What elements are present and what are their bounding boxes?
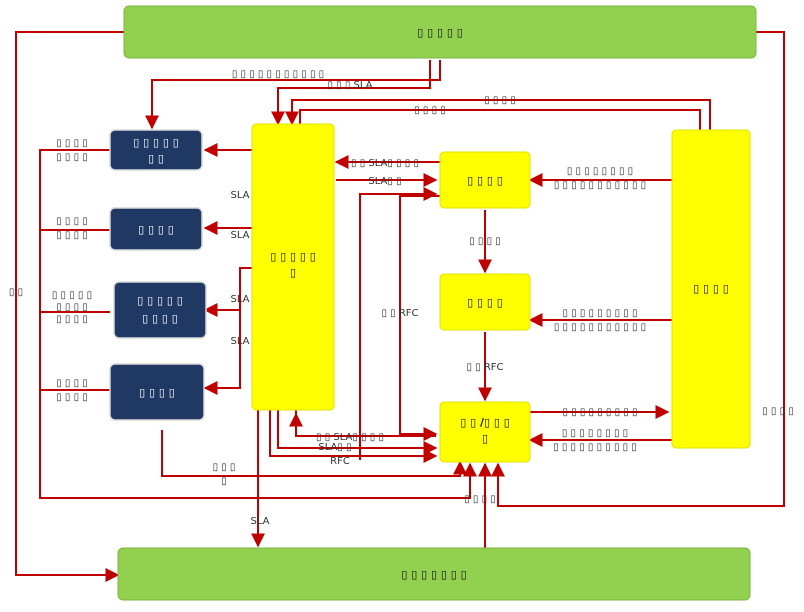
box-top-label: ▯ ▯ ▯ ▯ ▯ — [417, 26, 463, 39]
label-right-to-y3-1: ▯ ▯ ▯ ▯ ▯ ▯ ▯ ▯ — [562, 428, 628, 439]
label-bottom-rfc: RFC — [330, 456, 350, 467]
label-left-d1-1: ▯ ▯ ▯ ▯ — [56, 138, 88, 149]
box-top: ▯ ▯ ▯ ▯ ▯ — [123, 5, 757, 59]
label-bottom-sla1: ▯ ▯ SLA▯ ▯ ▯ ▯ — [316, 432, 384, 443]
box-yellow-3-label-1: ▯ ▯ /▯ ▯ ▯ — [460, 416, 510, 429]
edge-labels: ▯ ▯ ▯ ▯ ▯ ▯ ▯ ▯ ▯ ▯ ▯ ▯ ▯ ▯ SLA ▯ ▯ ▯ ▯ … — [9, 69, 794, 527]
label-rfc-left: ▯ ▯ RFC — [381, 308, 418, 319]
label-sla-2: SLA — [231, 230, 250, 241]
label-left-d4-2: ▯ ▯ ▯ ▯ — [56, 392, 88, 403]
box-right: ▯ ▯ ▯ ▯ — [671, 129, 751, 449]
box-center-label-1: ▯ ▯ ▯ ▯ ▯ — [270, 250, 316, 263]
label-left-d3-2: ▯ ▯ ▯ ▯ — [56, 302, 88, 313]
edge-y3-to-center — [289, 412, 436, 437]
box-dark-4: ▯ ▯ ▯ ▯ — [109, 363, 205, 421]
box-dark-1-label-2: ▯ ▯ — [148, 152, 164, 165]
box-dark-3-label-2: ▯ ▯ ▯ ▯ — [142, 312, 178, 325]
edge-top-to-center — [271, 60, 431, 126]
label-bottom-sla2: SLA▯ ▯ — [318, 442, 351, 453]
box-yellow-1: ▯ ▯ ▯ ▯ — [439, 151, 531, 209]
label-sla-4: SLA — [231, 336, 250, 347]
label-center-down: SLA — [251, 516, 270, 527]
label-y1-down: ▯ ▯ ▯ ▯ — [469, 236, 501, 247]
label-left-d3-1: ▯ ▯ ▯ ▯ ▯ — [52, 290, 92, 301]
edge-rfc-loop — [399, 195, 440, 441]
label-left-d3-3: ▯ ▯ ▯ ▯ — [56, 314, 88, 325]
label-d4-bottom-1: ▯ ▯ ▯ — [213, 462, 236, 473]
box-bottom-label: ▯ ▯ ▯ ▯ ▯ ▯ ▯ — [401, 568, 466, 581]
label-upper-1: ▯ ▯ ▯ ▯ — [484, 95, 516, 106]
label-y3-to-right: ▯ ▯ ▯ ▯ ▯ ▯ ▯ ▯ ▯ — [563, 407, 638, 418]
box-dark-2-label: ▯ ▯ ▯ ▯ — [138, 223, 174, 236]
label-d4-bottom-2: ▯ — [221, 476, 227, 487]
label-y1-left-sla: ▯ ▯ SLA▯ ▯ ▯ ▯ — [351, 158, 419, 169]
box-bottom: ▯ ▯ ▯ ▯ ▯ ▯ ▯ — [117, 547, 751, 601]
edge-center-to-y3-c — [269, 410, 438, 463]
box-yellow-1-label: ▯ ▯ ▯ ▯ — [467, 174, 503, 187]
edge-right-to-center-2 — [299, 109, 701, 130]
edge-center-rfc-to-y1 — [359, 187, 438, 460]
label-top-sla: ▯ ▯ ▯ SLA — [327, 80, 372, 91]
box-center-label-2: ▯ — [290, 266, 296, 279]
label-bottom-mid: ▯ ▯ ▯ ▯ — [464, 494, 496, 505]
label-left-d1-2: ▯ ▯ ▯ ▯ — [56, 152, 88, 163]
box-right-label: ▯ ▯ ▯ ▯ — [693, 282, 729, 295]
edge-top-to-dark1 — [145, 60, 441, 130]
box-center: ▯ ▯ ▯ ▯ ▯ ▯ — [251, 123, 335, 411]
box-dark-1-label-1: ▯ ▯ ▯ ▯ ▯ — [133, 136, 179, 149]
connectors — [15, 31, 785, 582]
box-dark-3-label-1: ▯ ▯ ▯ ▯ ▯ — [137, 294, 183, 307]
edge-dark1-left — [39, 149, 440, 499]
box-yellow-3-label-2: ▯ — [482, 432, 488, 445]
label-sla-1: SLA — [231, 190, 250, 201]
label-right-to-y1-1: ▯ ▯ ▯ ▯ ▯ ▯ ▯ ▯ — [567, 166, 633, 177]
box-dark-3: ▯ ▯ ▯ ▯ ▯ ▯ ▯ ▯ ▯ — [113, 281, 207, 339]
label-left-d4-1: ▯ ▯ ▯ ▯ — [56, 378, 88, 389]
label-right-to-y1-2: ▯ ▯ ▯ ▯ ▯ ▯ ▯ ▯ ▯ ▯ ▯ — [554, 180, 646, 191]
edge-center-to-dark4 — [203, 267, 252, 395]
edge-right-to-center-1 — [285, 99, 711, 130]
label-right-to-y2-1: ▯ ▯ ▯ ▯ ▯ ▯ ▯ ▯ ▯ — [563, 308, 638, 319]
box-dark-4-label: ▯ ▯ ▯ ▯ — [139, 386, 175, 399]
edge-left-to-y3 — [440, 462, 477, 499]
edge-dark4-to-y3 — [161, 430, 467, 477]
label-left-d2-1: ▯ ▯ ▯ ▯ — [56, 216, 88, 227]
edge-top-right-loop — [491, 31, 785, 507]
label-right-to-y2-2: ▯ ▯ ▯ ▯ ▯ ▯ ▯ ▯ ▯ ▯ ▯ — [554, 322, 646, 333]
edge-center-to-y3-b — [277, 410, 438, 455]
label-right-to-y3-2: ▯ ▯ ▯ ▯ ▯ ▯ ▯ ▯ ▯ ▯ — [553, 442, 637, 453]
edge-top-to-bottom-left — [15, 31, 124, 582]
label-upper-2: ▯ ▯ ▯ ▯ — [414, 105, 446, 116]
box-yellow-3: ▯ ▯ /▯ ▯ ▯ ▯ — [439, 401, 531, 463]
box-yellow-2: ▯ ▯ ▯ ▯ — [439, 273, 531, 331]
box-dark-2: ▯ ▯ ▯ ▯ — [109, 207, 203, 251]
label-top-long: ▯ ▯ ▯ ▯ ▯ ▯ ▯ ▯ ▯ ▯ ▯ — [232, 69, 324, 80]
box-yellow-2-label: ▯ ▯ ▯ ▯ — [467, 296, 503, 309]
label-rfc-mid: ▯ ▯ RFC — [466, 362, 503, 373]
label-left-d2-2: ▯ ▯ ▯ ▯ — [56, 230, 88, 241]
label-sla-3: SLA — [231, 294, 250, 305]
label-far-left: ▯ ▯ — [9, 287, 23, 298]
label-far-right: ▯ ▯ ▯ ▯ — [762, 406, 794, 417]
box-dark-1: ▯ ▯ ▯ ▯ ▯ ▯ ▯ — [109, 129, 203, 171]
label-y1-left-sla2: SLA▯ ▯ — [368, 176, 401, 187]
